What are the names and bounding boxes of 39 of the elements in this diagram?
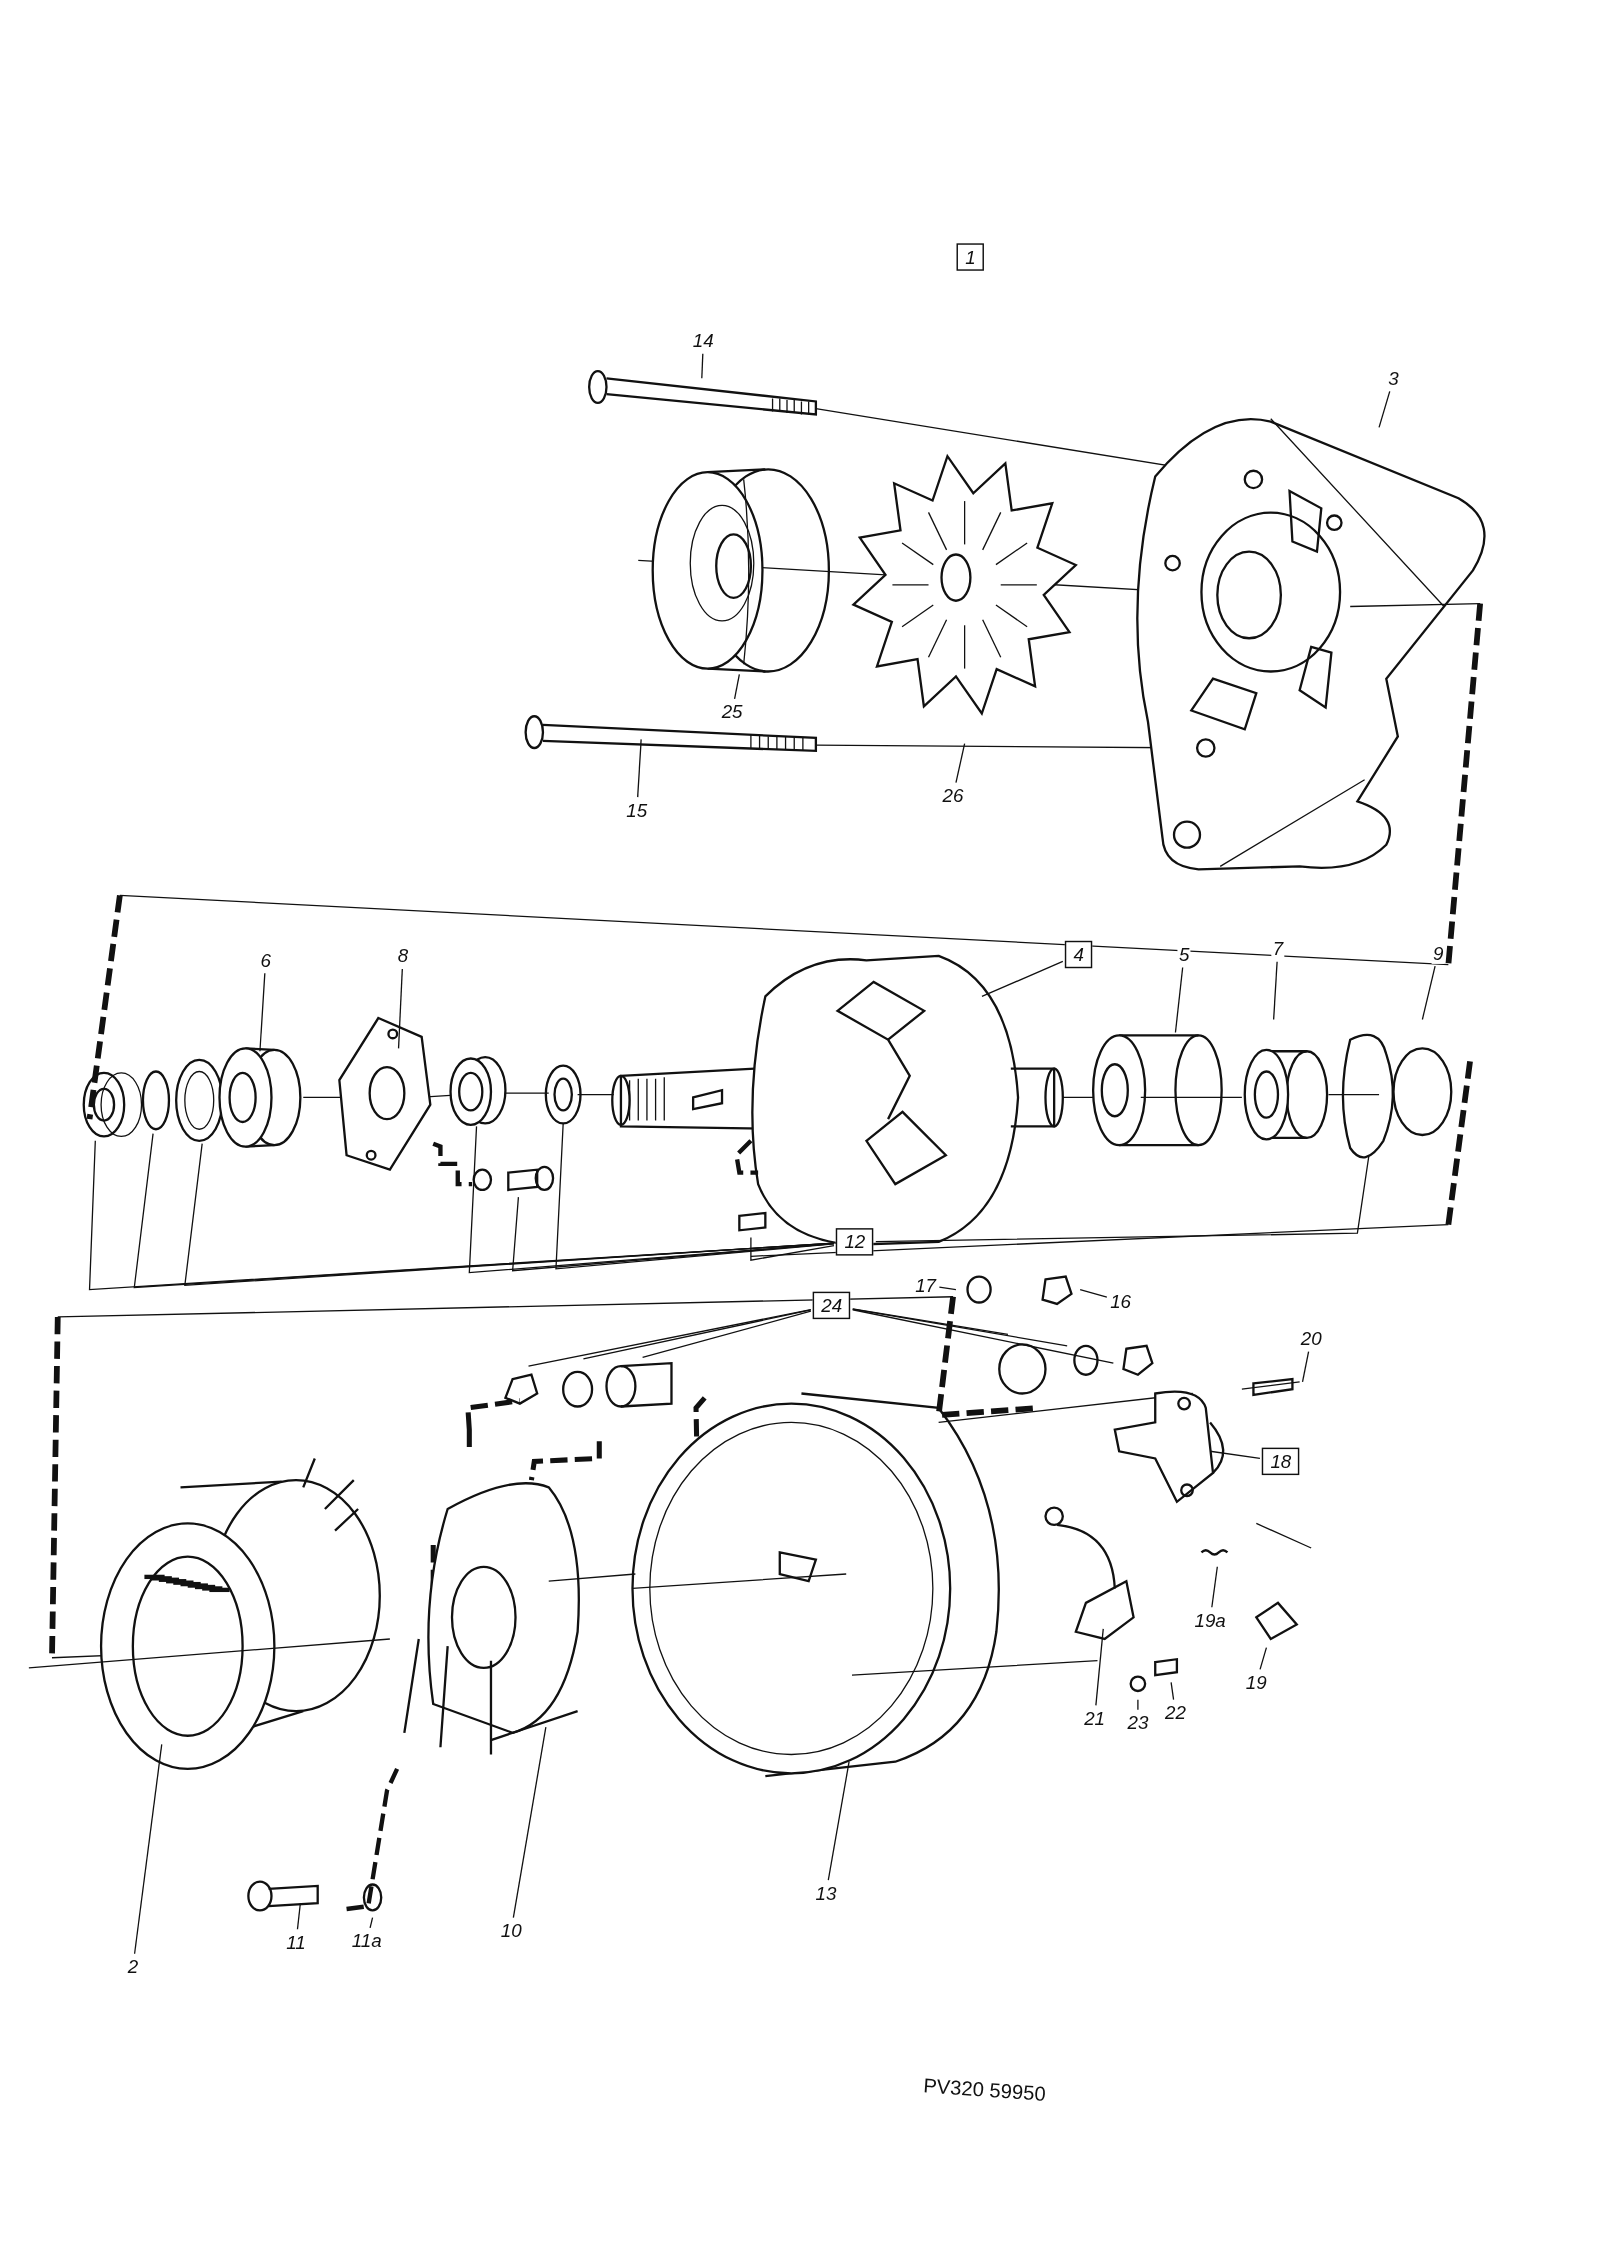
boxed-callout-number: 12	[835, 1228, 874, 1256]
leader-line	[527, 1308, 812, 1367]
leader-line	[875, 1154, 1370, 1243]
leader-line	[1378, 390, 1391, 429]
leader-line	[637, 738, 642, 798]
leader-line	[1273, 961, 1278, 1021]
leader-line	[369, 1917, 374, 1929]
boxed-callout-number: 4	[1064, 940, 1093, 969]
leader-line	[1259, 1647, 1268, 1670]
boxed-callout-number: 1	[956, 243, 985, 271]
leader-line	[259, 972, 266, 1052]
leader-line	[641, 1310, 812, 1359]
leader-line	[852, 1308, 1068, 1347]
boxed-callout-number: 24	[812, 1291, 851, 1320]
leader-line	[1174, 966, 1184, 1034]
leader-line	[1137, 1699, 1139, 1711]
leader-line	[955, 743, 966, 784]
leader-line	[296, 1902, 301, 1930]
leader-line	[827, 1761, 850, 1881]
leader-line	[981, 960, 1064, 998]
leader-line	[852, 1309, 1114, 1364]
leader-line	[750, 1236, 835, 1261]
leader-line	[1301, 1350, 1310, 1383]
leader-line	[938, 1286, 957, 1291]
leader-line	[733, 673, 740, 700]
leader-line	[512, 1726, 547, 1919]
boxed-callout-number: 18	[1261, 1447, 1300, 1476]
leader-line	[701, 353, 704, 379]
leader-line	[1209, 1450, 1261, 1459]
leader-line	[1079, 1288, 1108, 1298]
leader-line	[1421, 965, 1436, 1021]
leader-line	[1211, 1566, 1218, 1608]
leader-line	[397, 968, 403, 1049]
leader-line	[555, 1122, 835, 1270]
leader-line	[582, 1309, 812, 1360]
leader-line	[1170, 1681, 1175, 1701]
leader-line	[133, 1743, 163, 1955]
drawing-number: PV320 59950	[922, 2073, 1047, 2106]
leader-line	[1095, 1628, 1104, 1707]
